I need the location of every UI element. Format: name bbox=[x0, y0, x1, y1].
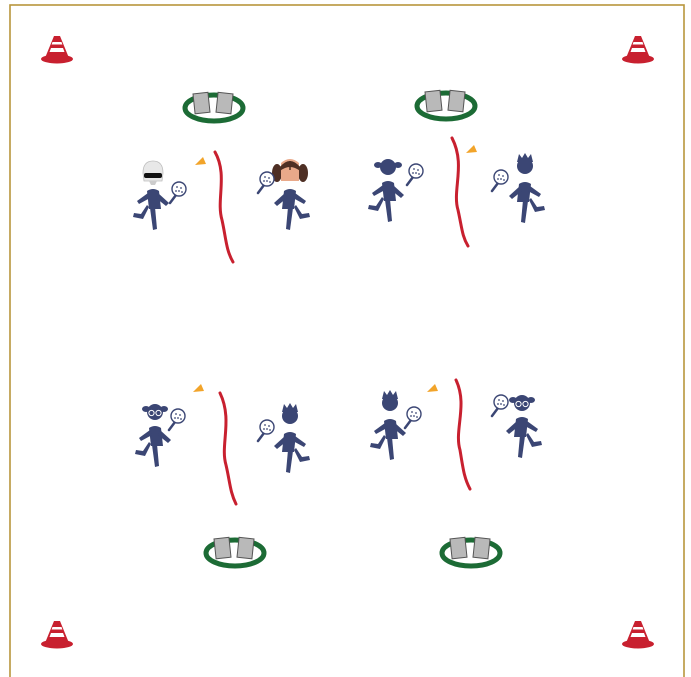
field-border bbox=[10, 5, 684, 677]
